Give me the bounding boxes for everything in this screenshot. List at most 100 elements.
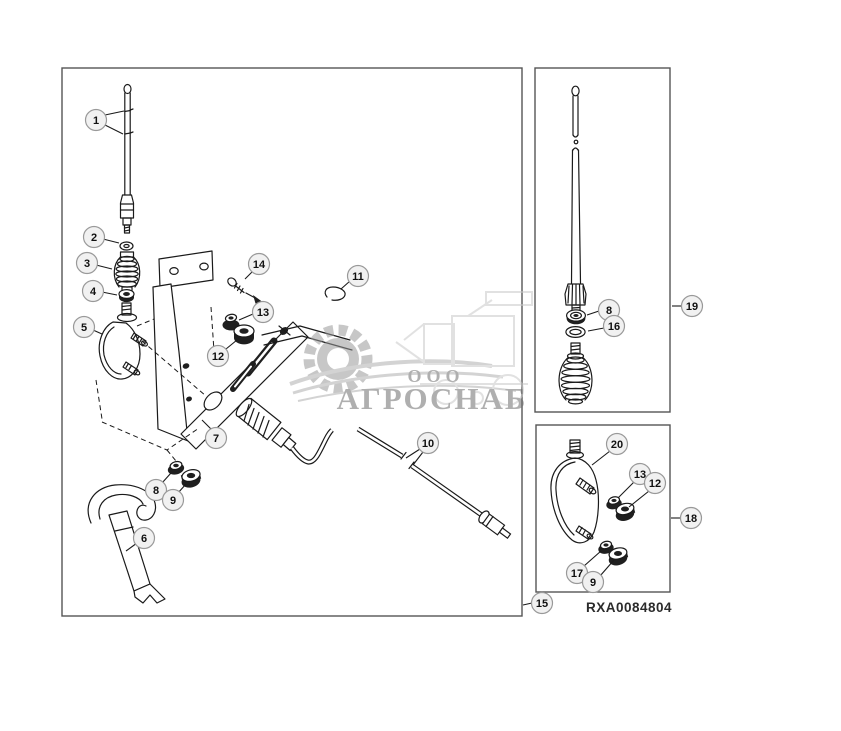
whip-assembly-drawing: [564, 85, 587, 313]
callout-12: 12: [206, 339, 238, 368]
callout-number: 1: [93, 115, 99, 127]
callout-number: 14: [253, 259, 266, 271]
boot-part3-drawing: [113, 251, 141, 293]
callout-number: 13: [257, 307, 269, 319]
callout-circle: [251, 300, 275, 324]
callout-number: 9: [590, 577, 596, 589]
antenna-cable-connector-drawing: [235, 397, 334, 465]
callout-3: 3: [75, 251, 113, 275]
callout-7: 7: [201, 419, 228, 450]
bottom-right-panel: [535, 424, 671, 593]
callout-circle: [81, 279, 105, 303]
callout-number: 12: [212, 351, 224, 363]
callout-number: 16: [608, 321, 620, 333]
watermark-company-name: АГРОСНАБ: [337, 381, 528, 416]
callout-number: 8: [153, 485, 159, 497]
watermark-prefix: ООО: [407, 366, 464, 386]
callout-number: 8: [606, 305, 612, 317]
nut-part9-right-drawing: [608, 547, 629, 566]
callout-number: 4: [90, 286, 97, 298]
main-panel: [61, 67, 523, 617]
callout-circle: [161, 488, 185, 512]
o-ring-part16-drawing: [565, 326, 586, 339]
watermark-swoosh: [289, 359, 517, 402]
washer-part2-drawing: [119, 241, 134, 251]
boot-right-drawing: [558, 342, 593, 405]
combine-harvester-icon: [395, 291, 533, 406]
cable-part10-drawing: [356, 426, 512, 540]
watermark: ООО АГРОСНАБ: [289, 291, 533, 416]
callout-15: 15: [522, 591, 554, 615]
callout-number: 9: [170, 495, 176, 507]
callout-number: 17: [571, 568, 583, 580]
callout-number: 6: [141, 533, 147, 545]
callout-number: 2: [91, 232, 97, 244]
callout-6: 6: [125, 526, 156, 552]
callout-circle: [144, 478, 168, 502]
callout-8: 8: [144, 472, 172, 502]
callout-number: 7: [213, 433, 219, 445]
callout-9: 9: [161, 483, 187, 512]
callout-19: 19: [672, 294, 704, 318]
callout-circle: [581, 570, 605, 594]
callout-circle: [346, 264, 370, 288]
nut-part4-drawing: [118, 289, 135, 303]
callout-number: 15: [536, 598, 548, 610]
callout-circle: [206, 344, 230, 368]
washer-part8-drawing: [167, 460, 185, 475]
callout-number: 5: [81, 322, 87, 334]
callout-circle: [530, 591, 554, 615]
antenna-base-part5-drawing: [98, 302, 149, 380]
callout-number: 11: [352, 271, 364, 283]
callout-circle: [204, 426, 228, 450]
clip-part11-drawing: [324, 286, 346, 301]
callout-number: 10: [422, 438, 434, 450]
callout-10: 10: [405, 431, 440, 466]
callout-number: 19: [686, 301, 698, 313]
callout-number: 12: [649, 478, 661, 490]
callout-circle: [132, 526, 156, 550]
washer-part17-drawing: [598, 540, 614, 554]
callout-circle: [82, 225, 106, 249]
callout-13: 13: [238, 300, 275, 324]
antenna-mast-drawing: [119, 83, 135, 234]
callout-14: 14: [244, 252, 271, 280]
callout-11: 11: [340, 264, 370, 290]
dashed-guides: [95, 306, 215, 462]
callout-number: 18: [685, 513, 697, 525]
callout-circle: [72, 315, 96, 339]
nut-part8-right-drawing: [565, 309, 586, 325]
part-number-label: RXA0084804: [586, 600, 672, 615]
top-right-panel: [534, 67, 671, 413]
nut-part12-drawing: [233, 324, 255, 345]
base-part20-drawing: [550, 439, 600, 544]
callout-circle: [679, 506, 703, 530]
callout-circle: [680, 294, 704, 318]
callout-circle: [247, 252, 271, 276]
callout-4: 4: [81, 279, 118, 303]
callout-18: 18: [671, 506, 703, 530]
callout-16: 16: [587, 314, 626, 338]
bottom-right-panel-border: [535, 424, 671, 593]
clip-part6-drawing: [87, 484, 166, 604]
callout-circle: [643, 471, 667, 495]
callout-17: 17: [565, 550, 602, 585]
top-right-panel-border: [534, 67, 671, 413]
callout-1: 1: [84, 108, 125, 135]
callout-number: 3: [84, 258, 90, 270]
callout-2: 2: [82, 225, 120, 249]
callout-circle: [602, 314, 626, 338]
callout-9: 9: [581, 559, 615, 594]
callout-number: 13: [634, 469, 646, 481]
callout-circle: [416, 431, 440, 455]
callout-circle: [605, 432, 629, 456]
callout-20: 20: [591, 432, 629, 466]
callout-5: 5: [72, 315, 103, 339]
bracket-part7-drawing: [152, 250, 353, 450]
callout-circle: [84, 108, 108, 132]
callout-12: 12: [628, 471, 667, 508]
callout-circle: [75, 251, 99, 275]
